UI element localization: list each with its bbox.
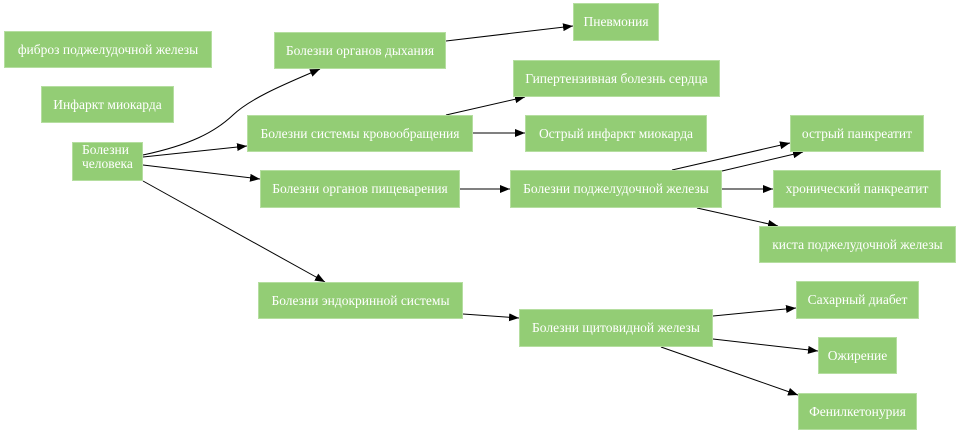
node-label: Фенилкетонурия (809, 403, 906, 419)
node-label: хронический панкреатит (785, 181, 929, 196)
node-diabetes: Сахарный диабет (796, 281, 919, 319)
node-circulatory: Болезни системы кровообращения (247, 115, 473, 152)
node-hypertensive: Гипертензивная болезнь сердца (513, 60, 720, 97)
node-pku: Фенилкетонурия (798, 393, 917, 430)
edge-human-endocrine (142, 180, 326, 283)
node-chronic-pancreatitis: хронический панкреатит (773, 170, 941, 208)
node-obesity: Ожирение (818, 337, 897, 374)
node-label: острый панкреатит (801, 125, 913, 141)
edge-endocrine-thyroid (462, 313, 520, 322)
node-infarct: Инфаркт миокарда (41, 86, 174, 123)
node-label: Болезни эндокринной системы (271, 292, 450, 308)
node-label: Пневмония (583, 14, 649, 29)
node-label: Ожирение (827, 347, 888, 363)
edge-respiratory-pneumonia (445, 23, 574, 42)
node-label: киста поджелудочной железы (772, 236, 943, 252)
node-fibrosis: фиброз поджелудочной железы (4, 31, 212, 68)
node-label: Болезни щитовидной железы (532, 320, 700, 335)
node-label-line2: человека (82, 156, 133, 171)
edge-circulatory-hypertensive (445, 95, 526, 116)
node-label: Болезни поджелудочной железы (523, 181, 709, 196)
edge-thyroid-obesity (712, 338, 819, 354)
node-endocrine: Болезни эндокринной системы (258, 282, 463, 319)
edge-thyroid-pku (660, 346, 799, 396)
edge-pancreas-acute-pancreatitis-2 (721, 150, 804, 172)
node-label: Сахарный диабет (807, 292, 908, 307)
edge-human-circulatory (142, 143, 248, 158)
edge-thyroid-diabetes (712, 304, 797, 317)
node-human-diseases: Болезни человека (72, 142, 143, 181)
node-pancreatic-cyst: киста поджелудочной железы (759, 226, 956, 263)
node-pneumonia: Пневмония (573, 3, 659, 41)
node-label: Болезни системы кровообращения (260, 125, 460, 141)
node-respiratory: Болезни органов дыхания (274, 32, 446, 69)
node-label: фиброз поджелудочной железы (17, 41, 199, 57)
node-pancreas: Болезни поджелудочной железы (510, 170, 722, 208)
node-label-line1: Болезни (82, 142, 129, 157)
edge-human-digestive (142, 164, 261, 182)
edge-pancreas-acute-pancreatitis-1 (671, 141, 791, 171)
node-label: Острый инфаркт миокарда (538, 125, 694, 141)
node-digestive: Болезни органов пищеварения (260, 170, 460, 208)
edge-pancreas-cyst (696, 207, 779, 228)
node-label: Болезни органов пищеварения (272, 181, 448, 196)
node-acute-mi: Острый инфаркт миокарда (525, 115, 707, 152)
edge-human-respiratory (142, 68, 321, 156)
node-label: Инфаркт миокарда (53, 96, 162, 112)
node-thyroid: Болезни щитовидной железы (519, 309, 713, 347)
node-label: Гипертензивная болезнь сердца (525, 70, 708, 86)
node-label: Болезни органов дыхания (285, 42, 435, 58)
node-acute-pancreatitis: острый панкреатит (790, 115, 924, 152)
